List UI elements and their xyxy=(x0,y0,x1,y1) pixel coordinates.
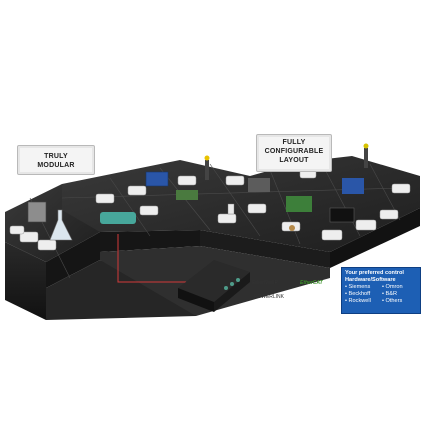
blue-module-right xyxy=(342,178,364,194)
mover xyxy=(321,229,343,241)
motor-part xyxy=(27,201,47,223)
brand-item: • Omron xyxy=(382,284,403,290)
mover xyxy=(95,193,115,204)
flask xyxy=(49,209,73,241)
green-assembly xyxy=(286,196,312,212)
post-right-tip xyxy=(363,143,369,149)
gray-device xyxy=(248,178,270,192)
controller-unit xyxy=(178,260,250,312)
callout-line: TRULY xyxy=(44,153,68,160)
brand-item: • Beckhoff xyxy=(345,291,371,297)
connector-line xyxy=(117,234,190,283)
truly-modular-callout: TRULY MODULAR xyxy=(17,145,95,175)
mover xyxy=(391,183,411,194)
mover xyxy=(355,219,377,231)
mover xyxy=(177,175,197,186)
ethernet-ip-label: EtherNet/IP xyxy=(252,280,278,286)
brand-item: • B&R xyxy=(382,291,398,297)
fully-configurable-callout: FULLY CONFIGURABLE LAYOUT xyxy=(256,134,332,172)
mover xyxy=(225,175,245,186)
teal-tray xyxy=(100,212,136,224)
mover xyxy=(127,185,147,196)
ethercat-label: EtherCAT xyxy=(300,280,323,286)
mover xyxy=(37,239,57,251)
callout-line: CONFIGURABLE xyxy=(264,148,324,155)
mover xyxy=(247,203,267,214)
tile-grid xyxy=(29,159,401,279)
control-box-header: Hardware/Software xyxy=(345,277,396,283)
powerlink-label: POWERLINK xyxy=(254,294,285,300)
cup xyxy=(289,225,295,231)
blue-module xyxy=(145,171,169,187)
mover xyxy=(139,205,159,216)
control-hardware-box: Your preferred control Hardware/Software… xyxy=(341,267,421,314)
callout-line: FULLY xyxy=(282,139,306,146)
brand-item: • Siemens xyxy=(345,284,371,290)
post xyxy=(205,160,209,180)
callout-line: LAYOUT xyxy=(279,157,309,164)
products xyxy=(27,143,369,241)
post-tip xyxy=(204,155,210,161)
callout-line: MODULAR xyxy=(37,162,75,169)
brand-item: • Rockwell xyxy=(345,298,371,304)
mover xyxy=(217,213,237,224)
brand-item: • Others xyxy=(382,298,403,304)
mover-tiles xyxy=(9,169,411,251)
mover xyxy=(379,209,399,220)
pcb-board xyxy=(176,190,198,200)
vial xyxy=(227,203,235,215)
post-right xyxy=(364,148,368,168)
mover xyxy=(9,225,25,235)
phone xyxy=(329,207,355,223)
control-box-header: Your preferred control xyxy=(345,270,404,276)
mover xyxy=(19,231,39,243)
